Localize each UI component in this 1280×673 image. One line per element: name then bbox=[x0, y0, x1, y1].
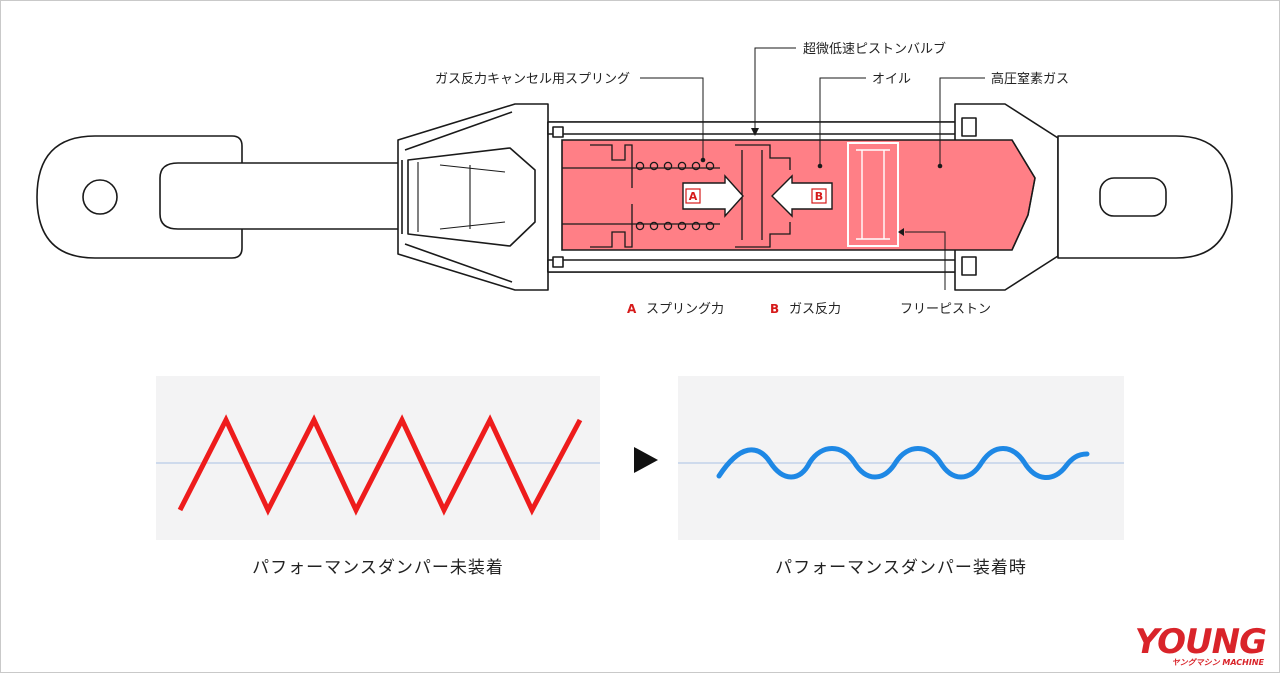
callout-gas: 高圧窒素ガス bbox=[991, 71, 1069, 87]
callout-line-valve bbox=[754, 47, 796, 128]
callout-valve: 超微低速ピストンバルブ bbox=[803, 41, 946, 57]
legend-label-a: スプリング力 bbox=[646, 302, 724, 317]
spring-force-arrow: A bbox=[682, 174, 744, 218]
free-piston bbox=[847, 142, 899, 247]
caption-after: パフォーマンスダンパー装着時 bbox=[775, 558, 1027, 578]
gas-force-arrow: B bbox=[771, 174, 833, 218]
callout-line-oil bbox=[819, 77, 866, 165]
caption-before: パフォーマンスダンパー未装着 bbox=[252, 558, 504, 578]
callout-free-piston: フリーピストン bbox=[900, 302, 991, 317]
logo-sub-text: ヤングマシン MACHINE bbox=[1171, 658, 1264, 667]
callout-line-spring bbox=[640, 77, 704, 158]
logo-main-text: YOUNG bbox=[1134, 622, 1267, 662]
legend-letter-a: A bbox=[627, 302, 637, 316]
legend-letter-b: B bbox=[770, 302, 779, 316]
play-triangle-icon bbox=[634, 447, 658, 473]
callout-line-gas bbox=[939, 77, 985, 165]
arrow-letter-a: A bbox=[689, 190, 698, 203]
arrow-letter-b: B bbox=[815, 190, 823, 203]
left-cap-cone bbox=[407, 147, 536, 247]
zigzag-wave bbox=[177, 414, 583, 516]
wave-panel-before bbox=[156, 376, 600, 540]
legend-label-b: ガス反力 bbox=[789, 302, 841, 317]
spring-coils-bottom bbox=[635, 221, 715, 231]
spring-coils-top bbox=[635, 161, 715, 171]
left-eye-hole bbox=[82, 179, 118, 215]
piston-rod bbox=[159, 162, 401, 230]
sine-wave bbox=[716, 446, 1090, 480]
piston-valve bbox=[735, 144, 791, 248]
callout-spring: ガス反力キャンセル用スプリング bbox=[435, 72, 630, 87]
right-eye-slot bbox=[1099, 177, 1167, 217]
young-machine-logo: YOUNG ヤングマシン MACHINE bbox=[1126, 622, 1267, 667]
callout-oil: オイル bbox=[872, 72, 911, 87]
callout-line-free-piston bbox=[905, 231, 946, 290]
